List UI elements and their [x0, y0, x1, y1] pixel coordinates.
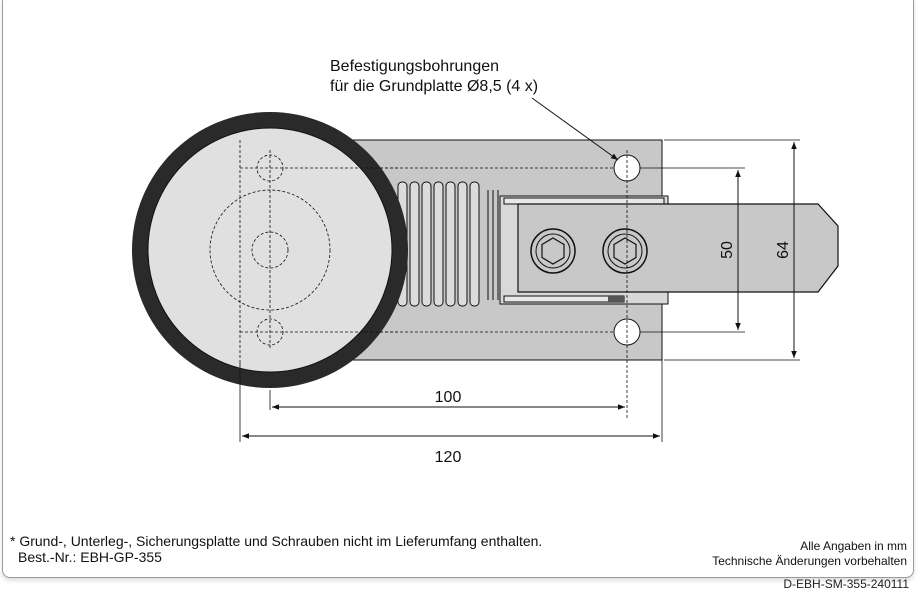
footnote-line-1: * Grund-, Unterleg-, Sicherungsplatte un…: [10, 533, 543, 549]
footnote-order-number: Best.-Nr.: EBH-GP-355: [18, 549, 162, 565]
callout-line-1: Befestigungsbohrungen: [330, 58, 499, 75]
clamp-bottom-edge: [503, 295, 625, 303]
spring-ribs: [487, 190, 499, 300]
hex-bolt-left: [530, 228, 576, 274]
dimension-50: 50: [719, 241, 736, 259]
mounting-arm: [517, 203, 839, 293]
remark-units: Alle Angaben in mm: [800, 539, 907, 553]
spring-fins: [397, 181, 480, 307]
callout-leader: [531, 97, 619, 161]
remark-changes: Technische Änderungen vorbehalten: [712, 554, 907, 568]
dimension-120: 120: [435, 449, 462, 466]
wheel-axle-hidden: [251, 231, 289, 269]
document-id: D-EBH-SM-355-240111: [783, 577, 909, 591]
footnote: * Grund-, Unterleg-, Sicherungsplatte un…: [10, 533, 542, 565]
dimension-100: 100: [435, 389, 462, 406]
clamp-shim: [608, 296, 624, 302]
clamp-top-edge: [503, 197, 665, 205]
dimension-64: 64: [775, 241, 792, 259]
callout-line-2: für die Grundplatte Ø8,5 (4 x): [330, 78, 538, 95]
remarks: Alle Angaben in mm Technische Änderungen…: [712, 539, 907, 569]
hex-bolt-right: [602, 228, 648, 274]
